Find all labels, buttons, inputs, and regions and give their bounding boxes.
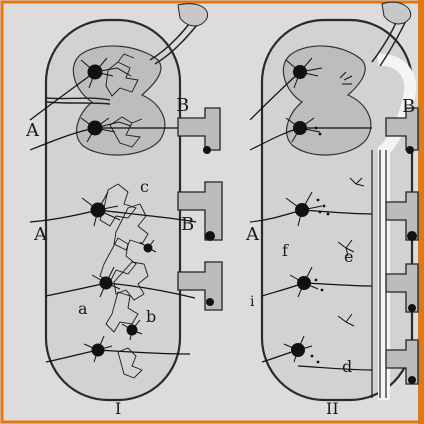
panel-numeral-i: I xyxy=(115,399,121,418)
label-a-top: A xyxy=(25,120,40,141)
label-a-mid-ii: A xyxy=(245,224,260,245)
label-b-top-ii: B xyxy=(402,96,415,117)
label-b-mid: B xyxy=(181,214,194,235)
label-d: d xyxy=(342,357,352,376)
label-b-top: B xyxy=(176,95,189,116)
label-b: b xyxy=(146,307,156,326)
label-a: a xyxy=(78,299,88,318)
label-e: e xyxy=(344,247,353,266)
label-c: c xyxy=(140,177,149,196)
label-a-mid: A xyxy=(33,224,48,245)
label-i: i xyxy=(250,294,255,310)
panel-numeral-ii: II xyxy=(326,399,339,418)
panel-ii: B A f e d i II xyxy=(245,2,418,418)
right-edge-strip xyxy=(418,0,424,424)
